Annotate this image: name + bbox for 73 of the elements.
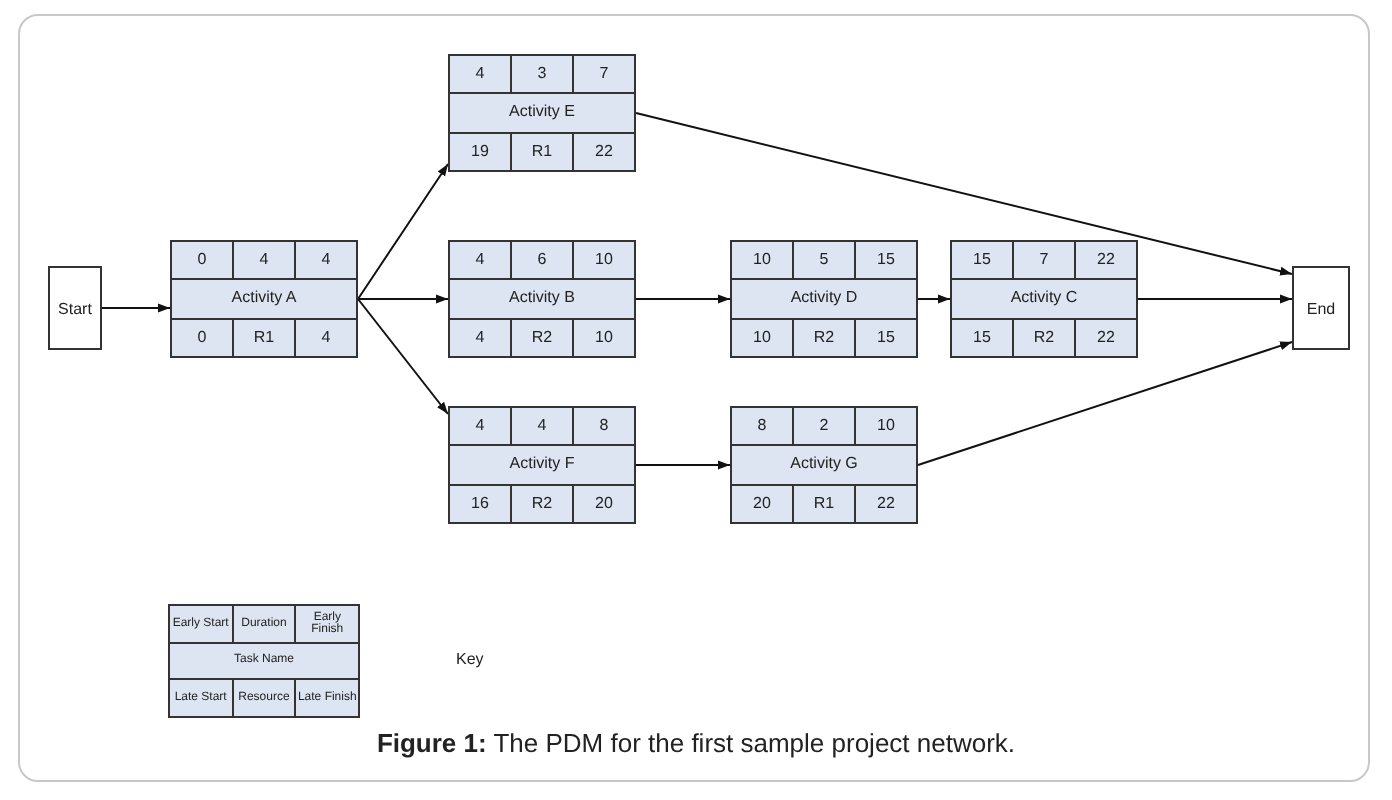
cell-value: 15 xyxy=(952,242,1012,279)
task-name: Activity D xyxy=(732,280,916,318)
arrow xyxy=(635,460,731,470)
cell-value: 3 xyxy=(512,56,572,93)
activity-box xyxy=(448,240,636,358)
cell-value: 15 xyxy=(856,319,916,356)
cell-value: 4 xyxy=(296,319,356,356)
task-name: Activity A xyxy=(172,280,356,318)
cell-value: 4 xyxy=(450,242,510,279)
arrow xyxy=(357,163,449,300)
task-name: Activity C xyxy=(952,280,1136,318)
cell-value: R2 xyxy=(1014,319,1074,356)
cell-value: 5 xyxy=(794,242,854,279)
cell-value: 6 xyxy=(512,242,572,279)
key-table xyxy=(168,604,360,718)
arrow xyxy=(101,303,171,313)
cell-value: 0 xyxy=(172,319,232,356)
cell-value: 2 xyxy=(794,408,854,445)
task-name: Activity G xyxy=(732,446,916,484)
activity-box xyxy=(448,406,636,524)
cell-value: 10 xyxy=(856,408,916,445)
activity-box xyxy=(730,240,918,358)
cell-value: 10 xyxy=(574,242,634,279)
cell-value: 10 xyxy=(574,319,634,356)
terminal-label: End xyxy=(1306,299,1336,317)
cell-value: 20 xyxy=(732,485,792,522)
cell-value: 15 xyxy=(856,242,916,279)
cell-value: 15 xyxy=(952,319,1012,356)
cell-value: 16 xyxy=(450,485,510,522)
cell-value: R1 xyxy=(234,319,294,356)
arrow xyxy=(635,112,1293,276)
terminal-box xyxy=(1292,266,1350,350)
cell-value: 22 xyxy=(1076,319,1136,356)
cell-value: 10 xyxy=(732,319,792,356)
terminal-label: Start xyxy=(58,299,92,317)
cell-value: 10 xyxy=(732,242,792,279)
cell-value: 20 xyxy=(574,485,634,522)
arrow xyxy=(1137,294,1293,304)
activity-box xyxy=(730,406,918,524)
activity-box xyxy=(170,240,358,358)
cell-value: 8 xyxy=(574,408,634,445)
cell-value: 7 xyxy=(1014,242,1074,279)
cell-value: R2 xyxy=(794,319,854,356)
task-name: Activity F xyxy=(450,446,634,484)
cell-value: 4 xyxy=(512,408,572,445)
cell-value: R2 xyxy=(512,319,572,356)
activity-box xyxy=(950,240,1138,358)
cell-value: 4 xyxy=(450,408,510,445)
cell-value: R1 xyxy=(794,485,854,522)
terminal-box xyxy=(48,266,102,350)
arrow xyxy=(917,341,1293,466)
cell-value: 7 xyxy=(574,56,634,93)
cell-value: 4 xyxy=(234,242,294,279)
cell-value: 0 xyxy=(172,242,232,279)
cell-value: 8 xyxy=(732,408,792,445)
arrow xyxy=(635,294,731,304)
arrow xyxy=(357,298,449,415)
key-label: Key xyxy=(456,650,484,668)
cell-value: 4 xyxy=(296,242,356,279)
cell-value: 22 xyxy=(574,133,634,170)
cell-value: 22 xyxy=(856,485,916,522)
figure-caption: Figure 1: The PDM for the first sample project network. xyxy=(374,728,1018,758)
cell-value: 4 xyxy=(450,319,510,356)
cell-value: 4 xyxy=(450,56,510,93)
task-name: Activity B xyxy=(450,280,634,318)
cell-value: 19 xyxy=(450,133,510,170)
arrow xyxy=(357,294,449,304)
task-name: Activity E xyxy=(450,94,634,132)
cell-value: R1 xyxy=(512,133,572,170)
arrow xyxy=(917,294,951,304)
cell-value: 22 xyxy=(1076,242,1136,279)
activity-box xyxy=(448,54,636,172)
cell-value: R2 xyxy=(512,485,572,522)
